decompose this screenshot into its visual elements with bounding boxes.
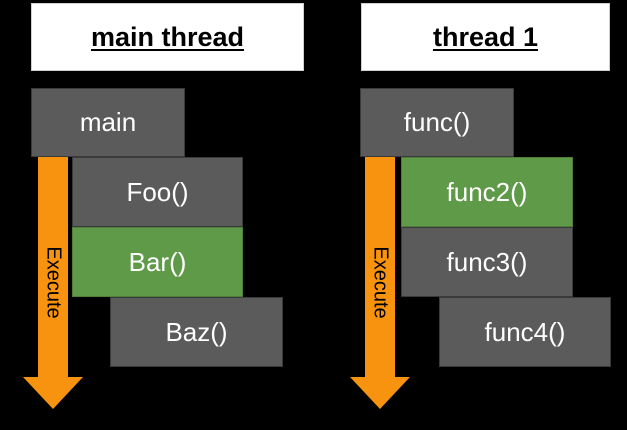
box-func: func() [360,88,514,157]
thread-1-header: thread 1 [361,3,610,71]
left-execute-label: Execute [42,246,65,319]
main-thread-header: main thread [31,3,304,71]
box-baz: Baz() [110,297,283,367]
right-execute-label: Execute [369,246,392,319]
right-arrow-shape [350,155,410,409]
right-execute-arrow: Execute [349,155,411,410]
left-execute-arrow: Execute [22,155,84,410]
box-main: main [31,88,185,157]
box-foo: Foo() [72,157,243,227]
box-func4: func4() [439,297,611,367]
box-bar: Bar() [72,227,243,297]
left-arrow-shape [23,155,83,409]
box-func2: func2() [401,157,573,227]
box-func3: func3() [401,227,573,297]
